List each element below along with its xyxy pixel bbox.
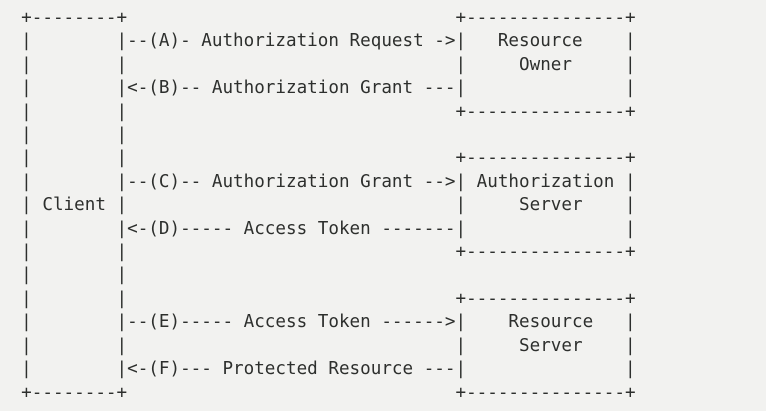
oauth-protocol-flow-ascii-diagram: +--------+ +---------------+ | |--(A)- A… [21, 8, 636, 403]
